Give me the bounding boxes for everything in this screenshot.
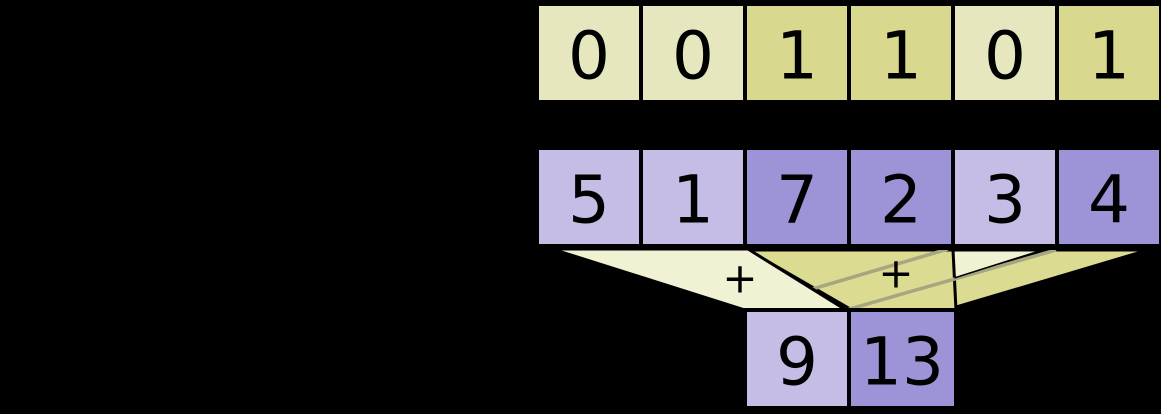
value-digit-2: 7 <box>776 162 818 239</box>
value-digit-5: 4 <box>1088 162 1130 239</box>
mask-digit-2: 1 <box>776 18 818 95</box>
mask-cell-4 <box>951 2 1059 104</box>
mask-cell-0 <box>535 2 643 104</box>
plus-icon-right: + <box>878 249 913 298</box>
mask-cell-3 <box>847 2 955 104</box>
mask-digit-3: 1 <box>880 18 922 95</box>
mask-digit-0: 0 <box>568 18 610 95</box>
mask-digit-1: 0 <box>672 18 714 95</box>
overlap-edge-lower <box>845 250 1057 310</box>
mask-cell-2 <box>743 2 851 104</box>
plus-icon-left: + <box>722 254 757 303</box>
value-row-digits: 5 1 7 2 3 4 <box>568 162 1130 239</box>
mask-digit-5: 1 <box>1088 18 1130 95</box>
result-digit-0: 9 <box>776 324 818 401</box>
value-cell-5 <box>1055 146 1161 248</box>
value-row <box>535 146 1161 248</box>
result-row-digits: 9 13 <box>776 324 944 401</box>
mask-row <box>535 2 1161 104</box>
value-digit-3: 2 <box>880 162 922 239</box>
result-digit-1: 13 <box>860 324 944 401</box>
result-row <box>743 308 958 410</box>
mask-cell-1 <box>639 2 747 104</box>
value-cell-0 <box>535 146 643 248</box>
result-cell-1 <box>847 308 958 410</box>
mask-digit-4: 0 <box>984 18 1026 95</box>
mask-cell-5 <box>1055 2 1161 104</box>
value-digit-4: 3 <box>984 162 1026 239</box>
value-cell-2 <box>743 146 851 248</box>
mask-row-digits: 0 0 1 1 0 1 <box>568 18 1130 95</box>
value-digit-0: 5 <box>568 162 610 239</box>
value-cell-4 <box>951 146 1059 248</box>
value-digit-1: 1 <box>672 162 714 239</box>
value-cell-1 <box>639 146 747 248</box>
